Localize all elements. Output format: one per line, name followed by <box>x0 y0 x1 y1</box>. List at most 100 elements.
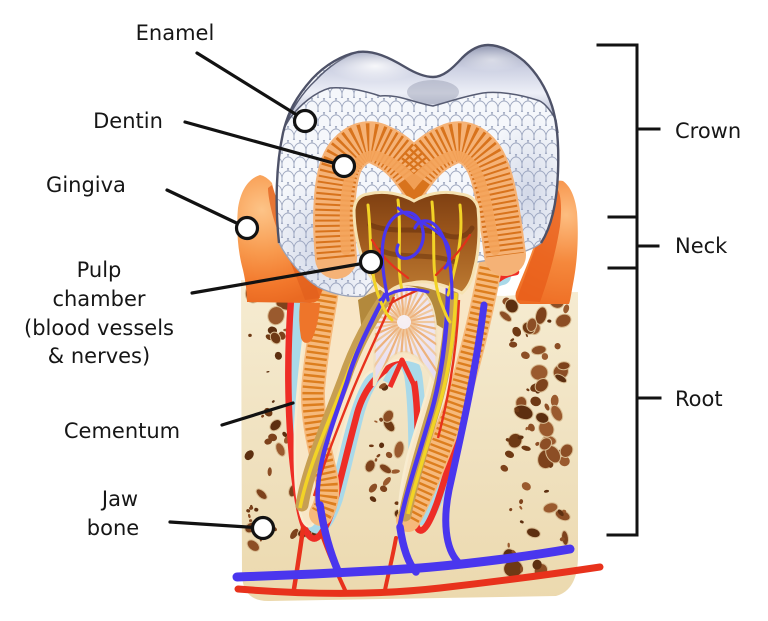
bone-blob <box>244 450 254 461</box>
vein-branch-right-outer <box>442 301 488 566</box>
dome-ray <box>407 326 437 373</box>
crown-outline <box>275 43 560 244</box>
bone-blob <box>559 537 565 542</box>
bone-blob <box>519 566 524 573</box>
bone-blob <box>554 343 561 350</box>
bone-blob <box>385 451 393 459</box>
canal-vein-right <box>397 279 451 527</box>
bone-blob <box>557 509 564 517</box>
bone-blob <box>249 506 254 510</box>
right-labels: Crown Neck Root <box>675 119 741 411</box>
pulp-artery <box>370 238 410 280</box>
bone-blob <box>382 477 391 486</box>
enamel-leader-line <box>195 51 307 122</box>
bone-blob <box>379 383 387 389</box>
bone-blob <box>290 528 299 539</box>
bone-blob <box>364 459 376 473</box>
bone-blob <box>369 444 374 448</box>
bone-blob <box>246 509 251 513</box>
bone-blob <box>269 419 282 432</box>
dome-ray <box>374 324 399 356</box>
tooth-root-body <box>293 241 502 532</box>
enamel-highlight <box>329 50 421 82</box>
dome-ray <box>374 326 401 373</box>
jaw-bone-marker-dot <box>250 515 276 541</box>
bone-blob <box>555 313 572 328</box>
bone-blob <box>538 437 553 451</box>
bone-blob <box>521 445 531 451</box>
dome-ray <box>374 322 398 335</box>
bone-blob <box>549 463 554 468</box>
bone-blob <box>519 499 524 505</box>
bone-blob <box>369 496 377 502</box>
canal-nerve-right <box>406 292 458 515</box>
bone-blob <box>530 364 549 381</box>
root-canal-left <box>295 286 396 512</box>
bone-blob <box>267 467 272 477</box>
bone-blob <box>532 559 542 570</box>
furcation-socket-arch <box>387 357 417 389</box>
bone-blob <box>514 407 520 413</box>
enamel-marker-dot <box>292 108 318 134</box>
bone-blob <box>509 508 513 512</box>
enamel-valley-shadow <box>407 80 459 104</box>
bone-blob <box>255 488 268 500</box>
pulp-vessels <box>366 198 475 324</box>
canal-vein-left <box>315 290 389 508</box>
bone-blob <box>379 463 392 475</box>
bone-blob <box>550 394 559 407</box>
bone-blob <box>563 304 570 314</box>
dentin-leader-line <box>183 120 346 168</box>
pulp-marker-dot <box>358 249 384 275</box>
dome-ray <box>409 288 437 320</box>
leader-lines <box>165 51 373 530</box>
bone-blob <box>509 341 518 348</box>
dome-ray <box>409 324 437 356</box>
bone-blob <box>394 501 400 506</box>
cementum-leader-line <box>220 401 295 427</box>
bone-blob <box>557 361 571 371</box>
bone-blob <box>379 442 385 449</box>
annotations: Enamel Dentin Gingiva Pulp chamber (bloo… <box>24 21 741 541</box>
bone-blob <box>526 317 538 333</box>
bone-blob <box>246 539 260 552</box>
label-jaw-bone: Jaw bone <box>87 487 139 540</box>
bone-blob <box>547 319 552 323</box>
blood-vessels-bottom <box>232 301 604 597</box>
dome-ray <box>408 325 437 365</box>
bone-blob <box>269 331 282 345</box>
label-gingiva: Gingiva <box>46 173 126 197</box>
dome-ray <box>407 287 437 318</box>
bone-blob <box>368 483 378 493</box>
bone-blob <box>266 371 270 373</box>
gingiva-marker-dot <box>234 215 260 241</box>
bone-blob <box>498 310 513 323</box>
bone-blob <box>379 417 383 422</box>
label-dentin: Dentin <box>93 109 163 133</box>
enamel-highlight-right <box>460 48 524 72</box>
bone-blob <box>526 388 530 392</box>
dome-ray <box>374 323 398 346</box>
dome-ray <box>408 287 437 319</box>
label-cementum: Cementum <box>64 419 180 443</box>
bone-blob <box>376 453 381 458</box>
bone-blob <box>249 519 253 523</box>
bone-blob <box>500 464 509 472</box>
bone-blob <box>504 450 515 458</box>
bone-blob <box>380 485 388 493</box>
pulp-chamber-fill <box>352 190 481 295</box>
bone-blob <box>282 431 288 438</box>
dome-ray <box>403 287 411 316</box>
label-enamel: Enamel <box>136 21 215 45</box>
bone-blob <box>559 443 574 458</box>
bone-blob <box>519 520 524 524</box>
bone-blob <box>248 333 252 338</box>
bone-blob <box>264 438 273 445</box>
canal-artery-right <box>436 299 461 439</box>
bone-blob <box>274 351 282 360</box>
gingiva-leader-line <box>165 188 249 230</box>
label-pulp-line2: chamber <box>52 287 145 311</box>
label-pulp-chamber: Pulp chamber (blood vessels & nerves) <box>24 258 174 368</box>
artery-branch-left <box>291 525 306 592</box>
